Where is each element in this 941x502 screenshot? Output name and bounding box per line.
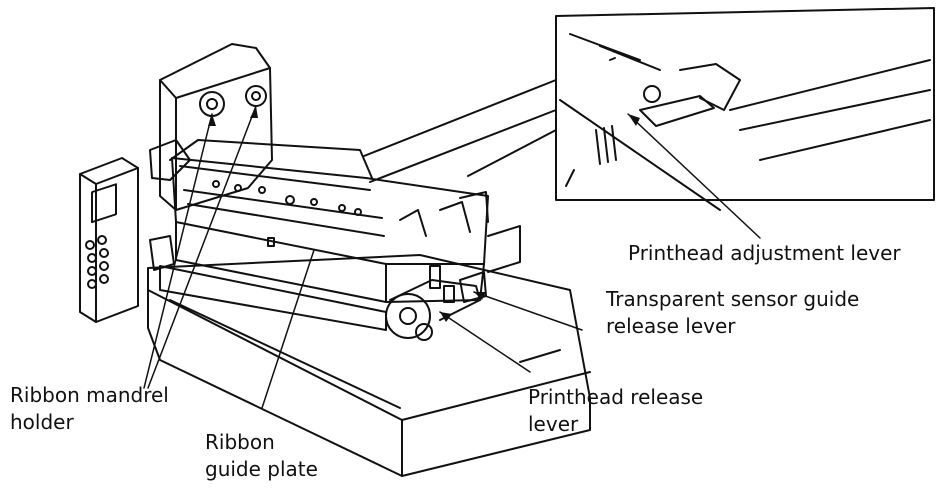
label-line-2: holder [10,410,74,434]
leader-lines [143,105,761,409]
label-line-2: lever [528,412,579,436]
label-ribbon-guide-plate: Ribbon guide plate [205,429,318,483]
label-line-1: Transparent sensor guide [606,287,860,311]
label-line-1: Printhead release [528,385,704,409]
label-line-1: Ribbon mandrel [10,383,169,407]
magnified-inset [555,7,935,211]
control-panel [79,157,139,323]
label-text: Printhead adjustment lever [628,241,901,265]
label-line-2: release lever [606,314,736,338]
label-transparent-sensor-guide-release-lever: Transparent sensor guide release lever [606,286,859,340]
label-ribbon-mandrel-holder: Ribbon mandrel holder [10,382,169,436]
zoom-callout [363,79,557,183]
printhead-assembly [169,139,489,303]
label-line-2: guide plate [205,457,318,481]
platen-mechanism [149,225,521,341]
label-printhead-release-lever: Printhead release lever [528,384,703,438]
label-line-1: Ribbon [205,430,275,454]
leader-arrowheads [208,106,640,322]
label-printhead-adjustment-lever: Printhead adjustment lever [628,240,901,267]
printer-base [147,254,591,477]
ribbon-mandrel-housing [149,43,273,211]
